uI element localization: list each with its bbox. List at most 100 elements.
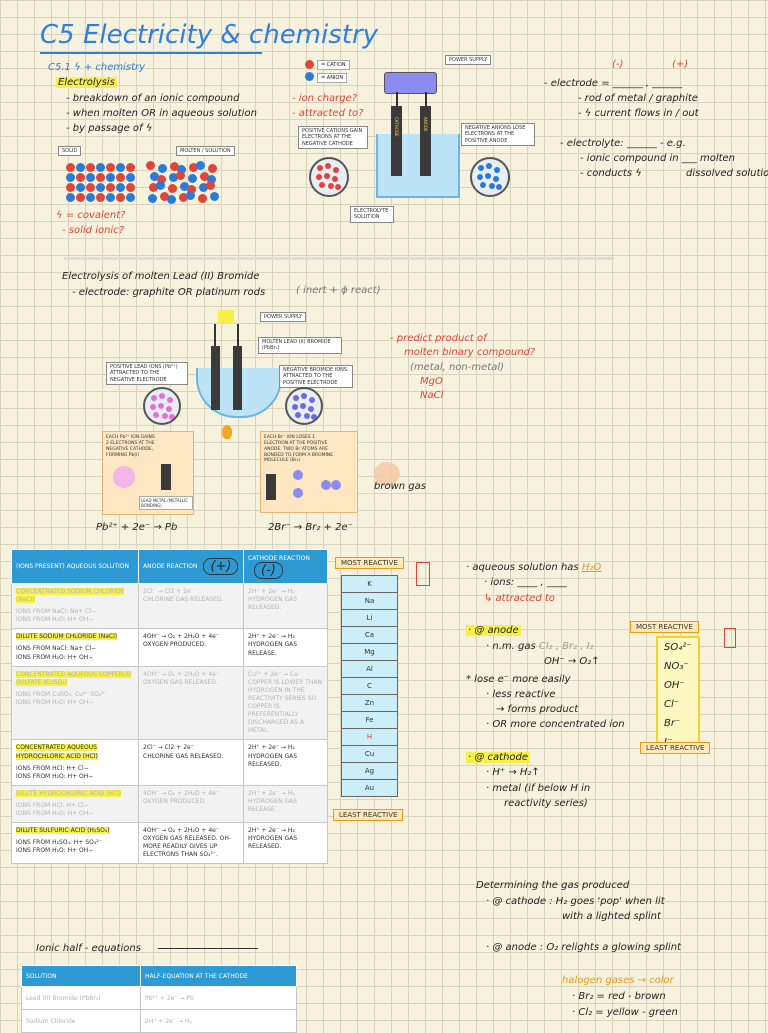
metal-note-2: reactivity series) (504, 798, 588, 809)
ion-particle (170, 162, 179, 171)
reactivity-item: Ca (341, 626, 398, 644)
half-table-cell: Lead (II) Bromide (PbBr₂) (21, 986, 141, 1010)
ion-particle (151, 395, 157, 401)
ion-particle (157, 175, 166, 184)
ion-particle (208, 164, 217, 173)
table-row: CONCENTRATED AQUEOUS COPPER(II) SULFATE … (11, 665, 328, 741)
electrode-sub1: - rod of metal / graphite (578, 93, 698, 104)
bromide-ions-zoom (285, 387, 323, 425)
reactivity-item: Al (341, 660, 398, 678)
ion-particle (179, 193, 188, 202)
power-supply-2 (218, 310, 234, 324)
ion-particle (96, 163, 105, 172)
header-solution: (IONS PRESENT) AQUEOUS SOLUTION (11, 549, 139, 584)
ion-particle (96, 183, 105, 192)
question-covalent: ϟ = covalent? (56, 210, 126, 221)
cathode-cell: 2H⁺ + 2e⁻ → H₂ HYDROGEN GAS RELEASE. (243, 628, 328, 667)
title-underline (40, 52, 262, 54)
anode-cell: 4OH⁻ → O₂ + 2H₂O + 4e⁻ OXYGEN GAS RELEAS… (138, 665, 244, 741)
ion-particle (207, 175, 216, 184)
ion-charge-question: - ion charge? (292, 93, 358, 104)
anode-rod-icon (266, 474, 276, 500)
cathode-label: CATHODE (394, 117, 399, 137)
flame-icon (222, 425, 232, 439)
solid-lattice (66, 163, 136, 203)
ion-particle (86, 173, 95, 182)
ion-particle (76, 193, 85, 202)
ion-particle (316, 174, 322, 180)
ion-particle (477, 174, 483, 180)
anode-callout: EACH Br⁻ ION LOSES 1 ELECTRON AT THE POS… (260, 431, 358, 513)
most-reactive-label: MOST REACTIVE (335, 557, 404, 569)
point-3: - by passage of ϟ (66, 123, 153, 134)
ion-particle (486, 163, 492, 169)
table-row: Lead (II) Bromide (PbBr₂)Pb²⁺ + 2e⁻ → Pb (21, 986, 297, 1010)
ion-particle (200, 172, 209, 181)
ion-particle (146, 161, 155, 170)
ion-particle (149, 183, 158, 192)
ion-particle (301, 393, 307, 399)
reactivity-item: Fe (341, 711, 398, 729)
ion-particle (300, 403, 306, 409)
half-equations-arrow (158, 948, 258, 949)
anion-item: OH⁻ (664, 680, 685, 691)
predict-line-3: (metal, non-metal) (410, 362, 505, 373)
lead-atom-icon (113, 466, 135, 488)
reactivity-item: Cu (341, 745, 398, 763)
cl2-note: · Cl₂ = yellow - green (572, 1007, 678, 1018)
ion-particle (167, 397, 173, 403)
cathode-electrode (391, 106, 402, 176)
ion-particle (106, 183, 115, 192)
lead-ions-zoom (143, 387, 181, 425)
lose-electrons-note: * lose e⁻ more easily (466, 674, 571, 685)
electrolyte-tag: ELECTROLYTE SOLUTION (350, 206, 394, 223)
molten-lattice (146, 161, 220, 204)
ion-particle (153, 412, 159, 418)
anode-label: ANODE (423, 117, 428, 132)
nm-gas-note: · n.m. gas Cl₂ , Br₂ , I₂ (486, 641, 594, 652)
ion-particle (76, 173, 85, 182)
br2-note: · Br₂ = red - brown (572, 991, 666, 1002)
anode-wire-2 (237, 324, 239, 346)
anode-cell: 4OH⁻ → O₂ + 2H₂O + 4e⁻ OXYGEN PRODUCED. (138, 628, 244, 667)
ion-particle (198, 194, 207, 203)
inert-note: ( inert + ϕ react) (296, 285, 381, 296)
ion-particle (196, 161, 205, 170)
point-2: - when molten OR in aqueous solution (66, 108, 257, 119)
ion-particle (148, 194, 157, 203)
electrolysis-label: Electrolysis (56, 77, 117, 88)
ion-particle (332, 176, 338, 182)
cathode-rod-icon (161, 464, 171, 490)
cathode-cell: 2H⁺ + 2e⁻ → H₂ HYDROGEN GAS RELEASED. (243, 739, 328, 786)
cathode-wire (396, 92, 398, 106)
ion-particle (86, 193, 95, 202)
solution-cell: CONCENTRATED AQUEOUS HYDROCHLORIC ACID (… (11, 739, 139, 786)
anion-zoom-circle (470, 157, 510, 197)
ion-particle (116, 193, 125, 202)
header-cathode: CATHODE REACTION(-) (243, 549, 328, 584)
least-reactive-label: LEAST REACTIVE (333, 809, 404, 821)
ion-particle (292, 404, 298, 410)
reactivity-item: K (341, 575, 398, 593)
ion-particle (176, 171, 185, 180)
cathode-cell: 2H⁺ + 2e⁻ → H₂ HYDROGEN GAS RELEASED. (243, 822, 328, 865)
reactivity-item: H (341, 728, 398, 746)
half-table-header-solution: SOLUTION (21, 965, 141, 987)
anion-most-reactive: MOST REACTIVE (630, 621, 699, 633)
cathode-minus-box (416, 562, 430, 586)
anion-legend: = ANION (317, 73, 348, 83)
gas-heading: Determining the gas produced (476, 880, 630, 891)
question-solid-ionic: - solid ionic? (62, 225, 125, 236)
ion-particle (76, 163, 85, 172)
power-supply-tag-2: POWER SUPPLY (260, 312, 307, 323)
solution-cell: CONCENTRATED AQUEOUS COPPER(II) SULFATE … (11, 665, 139, 741)
table-row: DILUTE SULFURIC ACID (H₂SO₄)IONS FROM H₂… (11, 822, 328, 865)
ion-particle (167, 195, 176, 204)
ion-particle (150, 172, 159, 181)
section-divider (64, 257, 614, 260)
ion-particle (328, 183, 334, 189)
ion-particle (177, 165, 186, 174)
ion-particle (106, 163, 115, 172)
section1-heading: C5.1 ϟ + chemistry (48, 62, 146, 73)
ion-particle (96, 193, 105, 202)
